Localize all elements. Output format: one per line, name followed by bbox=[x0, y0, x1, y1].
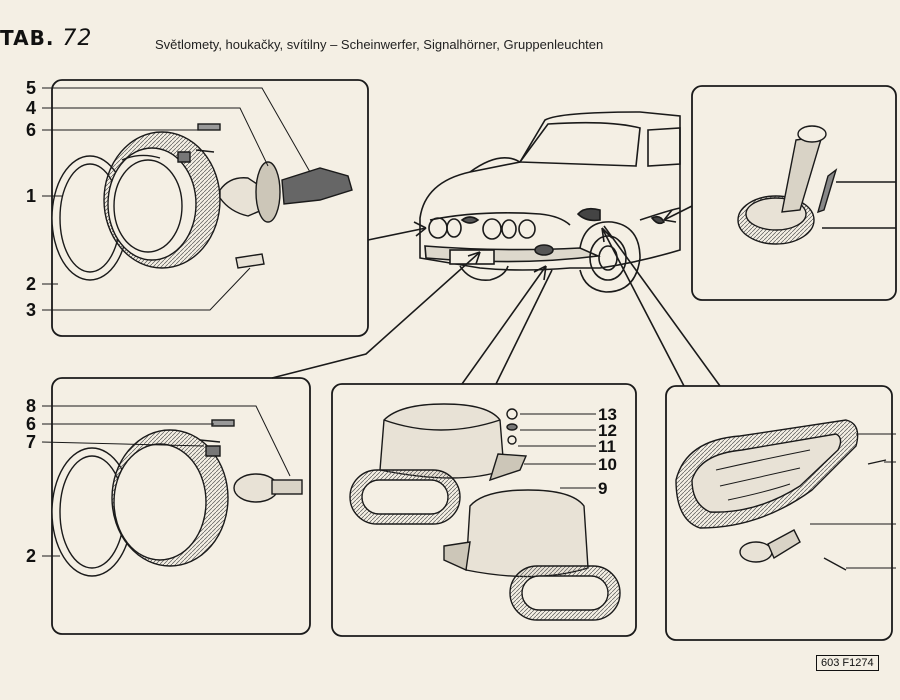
arrow-horn-left bbox=[461, 265, 547, 385]
arrow-group-lamp-left bbox=[601, 227, 685, 387]
callout-6: 6 bbox=[26, 120, 36, 140]
callout-5: 5 bbox=[26, 78, 36, 98]
callout-11: 11 bbox=[598, 437, 616, 456]
callout-4: 4 bbox=[26, 98, 36, 118]
panel-indicator-side bbox=[691, 85, 897, 301]
panel-horns bbox=[331, 383, 637, 637]
page-title: Světlomety, houkačky, svítilny – Scheinw… bbox=[155, 37, 604, 52]
callout-2: 2 bbox=[26, 274, 36, 294]
side-indicator-art bbox=[737, 125, 896, 245]
callout-1: 1 bbox=[26, 186, 36, 206]
callout-6-lower: 6 bbox=[26, 414, 36, 434]
callout-12: 12 bbox=[598, 421, 617, 440]
tab-number: 72 bbox=[62, 26, 93, 51]
panel-group-lamp bbox=[665, 385, 893, 641]
arrow-headlamp-bottom bbox=[271, 251, 481, 379]
arrow-group-lamp-right bbox=[603, 225, 721, 387]
callout-2-lower: 2 bbox=[26, 546, 36, 566]
car-illustration bbox=[419, 111, 681, 293]
arrow-headlamp-top bbox=[367, 227, 427, 241]
callouts-horns: 13 12 11 10 9 bbox=[598, 405, 617, 498]
headlamp-bottom-art bbox=[51, 419, 303, 577]
callout-7: 7 bbox=[26, 432, 36, 452]
headlamp-top-art bbox=[51, 123, 353, 281]
callout-13: 13 bbox=[598, 405, 617, 424]
callout-9: 9 bbox=[598, 479, 607, 498]
horns-art bbox=[349, 403, 621, 621]
group-lamp-art bbox=[675, 419, 896, 571]
callouts-headlamp-top: 5 4 6 1 2 3 bbox=[26, 78, 36, 320]
callout-3: 3 bbox=[26, 300, 36, 320]
arrow-horn-right bbox=[495, 269, 553, 385]
tab-label: TAB. 72 bbox=[0, 26, 93, 51]
callout-8: 8 bbox=[26, 396, 36, 416]
reference-code: 603 F1274 bbox=[816, 655, 879, 671]
callout-10: 10 bbox=[598, 455, 617, 474]
arrow-side-indicator bbox=[663, 205, 693, 221]
callouts-headlamp-bottom: 8 6 7 2 bbox=[26, 396, 36, 566]
